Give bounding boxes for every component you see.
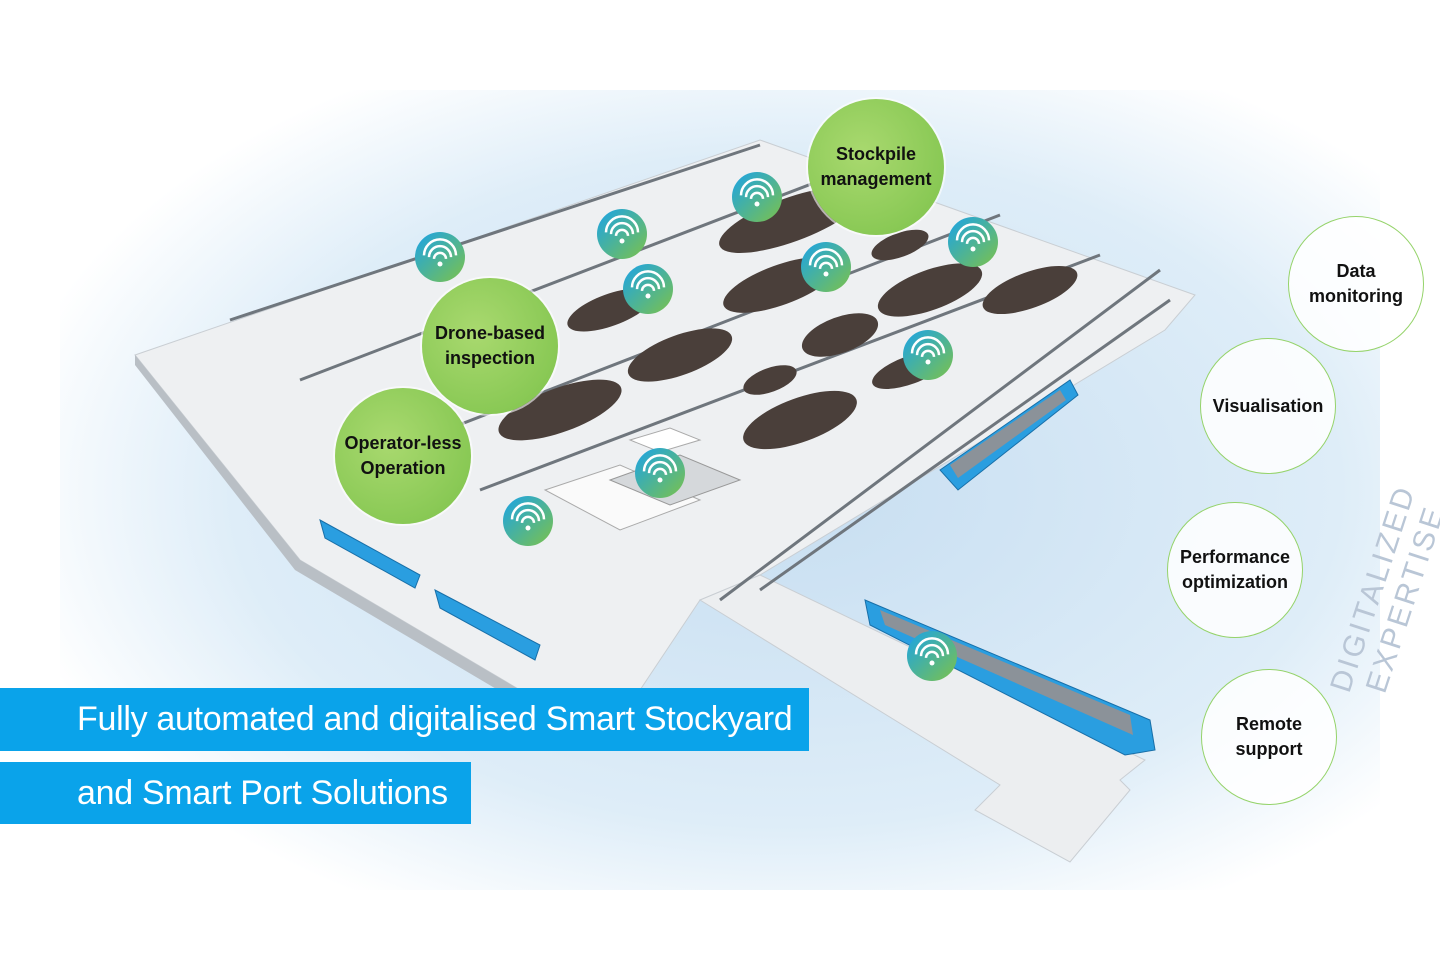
feature-drone-inspection[interactable]: Drone-based inspection: [422, 278, 558, 414]
label: Visualisation: [1212, 395, 1324, 416]
wifi-icon: [907, 631, 957, 681]
label: Stockpile: [835, 144, 916, 164]
wifi-icon: [623, 264, 673, 314]
label: inspection: [444, 348, 535, 368]
label: support: [1235, 739, 1303, 759]
banner-line-1: Fully automated and digitalised Smart St…: [0, 688, 809, 751]
label: monitoring: [1309, 286, 1403, 306]
wifi-icon: [415, 232, 465, 282]
expertise-performance[interactable]: Performance optimization: [1167, 502, 1303, 638]
label: Performance: [1179, 547, 1291, 567]
feature-stockpile-management[interactable]: Stockpile management: [808, 99, 944, 235]
label: management: [820, 169, 932, 189]
label: Drone-based: [434, 323, 546, 343]
label: optimization: [1182, 572, 1288, 592]
wifi-icon: [503, 496, 553, 546]
wifi-icon: [948, 217, 998, 267]
label: Operation: [360, 458, 446, 478]
wifi-icon: [801, 242, 851, 292]
pier: [698, 574, 1146, 863]
banner-line-2: and Smart Port Solutions: [0, 762, 471, 824]
wifi-icon: [635, 448, 685, 498]
label: Data: [1336, 261, 1376, 281]
wifi-icon: [732, 172, 782, 222]
expertise-visualisation[interactable]: Visualisation: [1200, 338, 1336, 474]
label: Remote: [1235, 714, 1302, 734]
wifi-icon: [597, 209, 647, 259]
expertise-data-monitoring[interactable]: Data monitoring: [1288, 216, 1424, 352]
wifi-icon: [903, 330, 953, 380]
label: Operator-less: [344, 433, 462, 453]
expertise-remote-support[interactable]: Remote support: [1201, 669, 1337, 805]
